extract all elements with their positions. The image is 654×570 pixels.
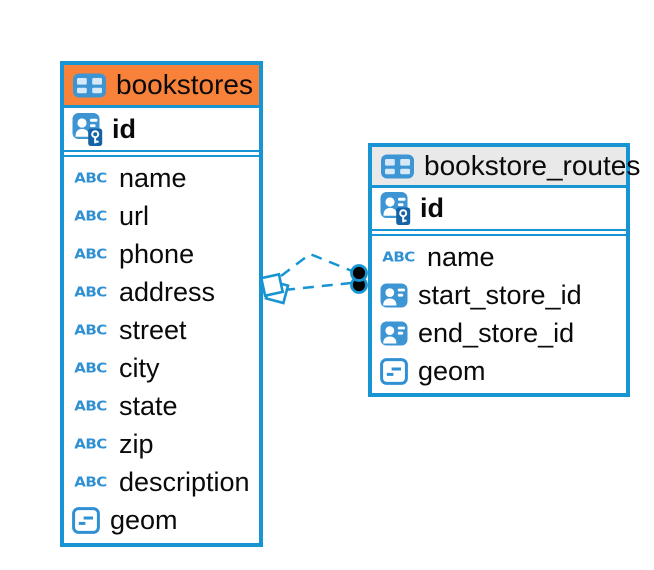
column-row[interactable]: ABC zip bbox=[64, 425, 259, 463]
column-name: end_store_id bbox=[418, 317, 575, 348]
table-bookstores[interactable]: bookstores id ABC bbox=[60, 61, 263, 547]
abc-icon: ABC bbox=[74, 245, 107, 263]
primary-key-name: id bbox=[112, 113, 136, 144]
table-bookstore-routes[interactable]: bookstore_routes id ABC bbox=[368, 143, 640, 397]
column-name: geom bbox=[110, 504, 178, 535]
columns-section: ABC name ABC url ABC phone ABC address A… bbox=[64, 155, 259, 539]
column-row[interactable]: ABC city bbox=[64, 349, 259, 387]
column-name: state bbox=[119, 390, 178, 421]
columns-section: ABC name start_store_id bbox=[372, 234, 626, 390]
column-row[interactable]: geom bbox=[372, 352, 626, 390]
person-badge-icon bbox=[380, 321, 408, 346]
relationship-diamond-marker[interactable] bbox=[259, 272, 290, 305]
column-name: zip bbox=[119, 428, 154, 459]
column-name: name bbox=[119, 162, 187, 193]
table-bookstores-header[interactable]: bookstores bbox=[64, 65, 259, 108]
column-row[interactable]: ABC street bbox=[64, 311, 259, 349]
column-row[interactable]: ABC name bbox=[372, 238, 626, 276]
abc-icon: ABC bbox=[74, 321, 107, 339]
primary-key-name: id bbox=[420, 193, 444, 223]
abc-icon: ABC bbox=[74, 397, 107, 415]
abc-icon: ABC bbox=[382, 248, 415, 266]
abc-icon: ABC bbox=[74, 359, 107, 377]
column-row[interactable]: ABC url bbox=[64, 197, 259, 235]
column-name: start_store_id bbox=[418, 279, 582, 310]
primary-key-icon bbox=[380, 192, 411, 225]
table-grid-icon bbox=[380, 154, 415, 179]
primary-key-row[interactable]: id bbox=[372, 188, 626, 231]
column-row[interactable]: ABC address bbox=[64, 273, 259, 311]
column-row[interactable]: start_store_id bbox=[372, 276, 626, 314]
column-name: city bbox=[119, 352, 160, 383]
column-row[interactable]: ABC description bbox=[64, 463, 259, 501]
column-row[interactable]: ABC name bbox=[64, 159, 259, 197]
column-name: geom bbox=[418, 355, 486, 386]
table-title: bookstore_routes bbox=[424, 150, 641, 181]
column-name: name bbox=[427, 241, 495, 272]
column-row[interactable]: end_store_id bbox=[372, 314, 626, 352]
table-grid-icon bbox=[72, 73, 107, 98]
column-name: description bbox=[119, 466, 250, 497]
abc-icon: ABC bbox=[74, 169, 107, 187]
person-badge-icon bbox=[380, 283, 408, 308]
column-name: address bbox=[119, 276, 216, 307]
abc-icon: ABC bbox=[74, 473, 107, 491]
abc-icon: ABC bbox=[74, 207, 107, 225]
column-name: phone bbox=[119, 238, 195, 269]
abc-icon: ABC bbox=[74, 283, 107, 301]
column-name: street bbox=[119, 314, 187, 345]
column-row[interactable]: ABC phone bbox=[64, 235, 259, 273]
column-name: url bbox=[119, 200, 150, 231]
relationship-line[interactable] bbox=[283, 281, 352, 292]
table-title: bookstores bbox=[116, 69, 253, 100]
geometry-type-icon bbox=[72, 506, 100, 534]
column-row[interactable]: ABC state bbox=[64, 387, 259, 425]
column-row[interactable]: geom bbox=[64, 501, 259, 539]
primary-key-row[interactable]: id bbox=[64, 108, 259, 152]
abc-icon: ABC bbox=[74, 435, 107, 453]
relationship-dot-marker[interactable] bbox=[350, 264, 368, 294]
primary-key-icon bbox=[72, 112, 103, 146]
geometry-type-icon bbox=[380, 357, 408, 385]
relationship-line[interactable] bbox=[280, 252, 353, 277]
table-bookstore-routes-header[interactable]: bookstore_routes bbox=[372, 147, 640, 188]
